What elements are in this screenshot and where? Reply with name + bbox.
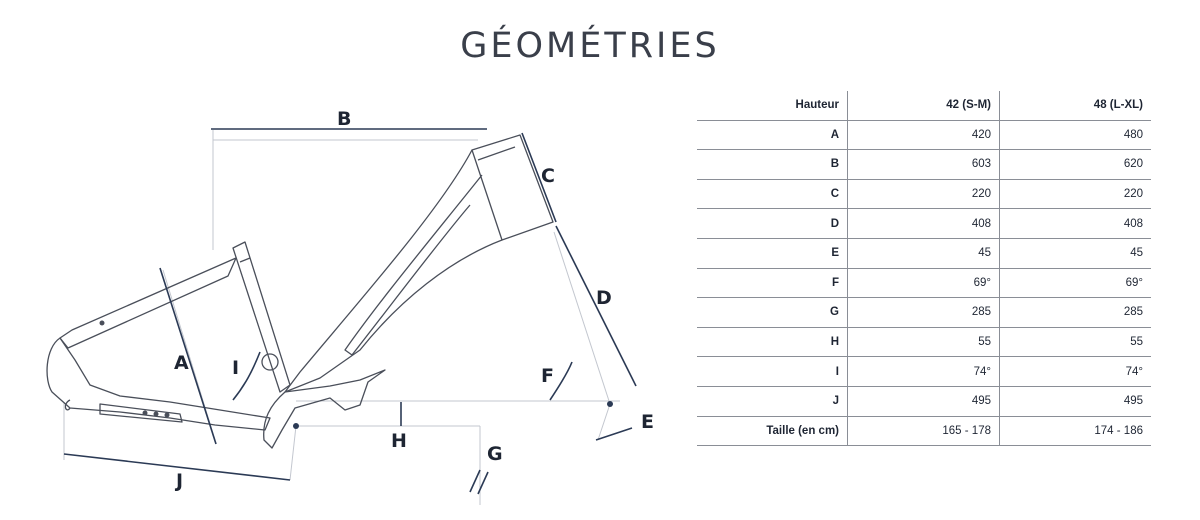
dim-label-c: C (541, 165, 555, 187)
dim-c-line (521, 132, 557, 223)
page-title: GÉOMÉTRIES (460, 26, 720, 66)
bolt (99, 320, 105, 326)
row-label: D (697, 208, 848, 239)
dim-label-f: F (541, 365, 554, 387)
header-label: Hauteur (697, 91, 848, 121)
bolt (142, 410, 148, 416)
dim-label-g: G (487, 443, 503, 465)
dim-label-j: J (174, 470, 183, 492)
row-label: J (697, 386, 848, 417)
table-row: C 220 220 (697, 179, 1151, 210)
dim-d-line (555, 225, 637, 387)
row-label: B (697, 149, 848, 180)
row-value: 480 (999, 120, 1151, 151)
dim-label-b: B (337, 108, 351, 130)
row-value: 165 - 178 (847, 416, 1000, 447)
bottom-bracket-center (293, 423, 299, 429)
table-row: I 74° 74° (697, 356, 1151, 387)
row-label: H (697, 327, 848, 358)
bottom-bracket (263, 369, 386, 449)
table-row: Taille (en cm) 165 - 178 174 - 186 (697, 416, 1151, 447)
row-value: 45 (999, 238, 1151, 269)
dim-g-mark (477, 471, 489, 495)
row-value: 74° (999, 356, 1151, 387)
row-value: 174 - 186 (999, 416, 1151, 447)
dim-a-line (159, 267, 217, 445)
row-label: Taille (en cm) (697, 416, 848, 447)
row-label: G (697, 297, 848, 328)
row-value: 55 (847, 327, 1000, 358)
guide-line (597, 403, 611, 441)
row-value: 603 (847, 149, 1000, 180)
bolt (153, 411, 159, 417)
dim-label-i: I (232, 357, 239, 379)
dim-g-mark (469, 469, 481, 493)
geometry-table: Hauteur 42 (S-M) 48 (L-XL) A 420 480 B 6… (697, 91, 1151, 447)
table-row: G 285 285 (697, 297, 1151, 328)
seat-tube-boss (261, 353, 279, 371)
table-row: B 603 620 (697, 149, 1151, 180)
dimension-labels: A B C D E F G H I J (174, 108, 654, 492)
dim-label-h: H (391, 430, 407, 452)
dim-i-arc (232, 351, 261, 401)
table-row: A 420 480 (697, 120, 1151, 151)
table-row: D 408 408 (697, 208, 1151, 239)
frame-outline (46, 134, 613, 449)
table-row: H 55 55 (697, 327, 1151, 358)
row-value: 220 (999, 179, 1151, 210)
row-value: 285 (847, 297, 1000, 328)
row-label: A (697, 120, 848, 151)
row-value: 74° (847, 356, 1000, 387)
row-value: 220 (847, 179, 1000, 210)
row-value: 495 (847, 386, 1000, 417)
row-label: E (697, 238, 848, 269)
kickstand-plate (99, 403, 183, 423)
table-row: J 495 495 (697, 386, 1151, 417)
row-value: 55 (999, 327, 1151, 358)
head-tube (471, 134, 554, 241)
row-label: F (697, 268, 848, 299)
seat-clamp (239, 257, 251, 263)
bolt (164, 412, 170, 418)
dimension-lines (63, 128, 637, 495)
front-axle (607, 401, 613, 407)
dim-label-d: D (596, 287, 612, 309)
row-value: 285 (999, 297, 1151, 328)
guide-lines (63, 130, 620, 505)
row-label: I (697, 356, 848, 387)
header-size-l-xl: 48 (L-XL) (999, 91, 1151, 121)
guide-line (289, 425, 297, 481)
bike-frame-diagram: A B C D E F G H I J (46, 108, 654, 505)
chain-stay (46, 337, 271, 431)
table-row: E 45 45 (697, 238, 1151, 269)
dim-label-a: A (174, 352, 189, 374)
table-row: F 69° 69° (697, 268, 1151, 299)
row-label: C (697, 179, 848, 210)
header-size-s-m: 42 (S-M) (847, 91, 1000, 121)
row-value: 69° (847, 268, 1000, 299)
row-value: 408 (999, 208, 1151, 239)
row-value: 495 (999, 386, 1151, 417)
down-tube-detail (344, 174, 483, 356)
row-value: 420 (847, 120, 1000, 151)
dim-e-line (595, 427, 633, 441)
dim-f-arc (549, 361, 573, 401)
down-tube (284, 149, 503, 393)
rear-dropout (64, 399, 71, 411)
dim-j-line (63, 453, 291, 481)
row-value: 45 (847, 238, 1000, 269)
guide-line (553, 231, 611, 405)
seat-tube (232, 241, 291, 393)
row-value: 69° (999, 268, 1151, 299)
row-value: 408 (847, 208, 1000, 239)
table-header-row: Hauteur 42 (S-M) 48 (L-XL) (697, 91, 1151, 121)
seat-stay (59, 257, 237, 349)
head-tube-detail (477, 146, 516, 161)
dim-label-e: E (641, 411, 654, 433)
row-value: 620 (999, 149, 1151, 180)
